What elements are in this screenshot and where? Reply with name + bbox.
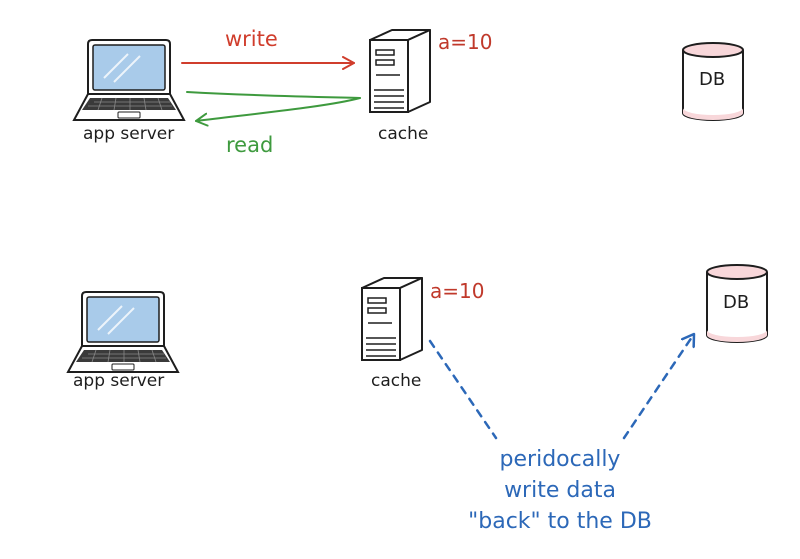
- bottom-cache-label: cache: [371, 371, 422, 391]
- read-arrow-icon: [195, 97, 361, 127]
- writeback-note: peridocally write data "back" to the DB: [445, 444, 675, 537]
- top-cache-value: a=10: [438, 30, 493, 54]
- top-app-server-label: app server: [83, 124, 175, 144]
- cache-server-icon: [369, 29, 431, 113]
- note-line-1: peridocally: [499, 447, 621, 472]
- top-db-label: DB: [699, 69, 726, 90]
- database-icon: [682, 42, 744, 121]
- write-label: write: [225, 27, 278, 51]
- top-cache-label: cache: [378, 124, 429, 144]
- bottom-app-server-label: app server: [73, 371, 165, 391]
- note-line-3: "back" to the DB: [468, 509, 652, 534]
- dashed-line-icon: [428, 339, 498, 440]
- bottom-db-label: DB: [723, 292, 750, 313]
- bottom-cache-value: a=10: [430, 279, 485, 303]
- cache-server-icon-2: [361, 277, 423, 361]
- writeback-arrow-icon: [622, 332, 696, 440]
- read-label: read: [226, 133, 274, 157]
- note-line-2: write data: [504, 478, 616, 503]
- read-arrow-tail: [186, 91, 361, 99]
- app-server-laptop-icon: [73, 39, 185, 121]
- database-icon-2: [706, 264, 768, 343]
- app-server-laptop-icon-2: [67, 291, 179, 373]
